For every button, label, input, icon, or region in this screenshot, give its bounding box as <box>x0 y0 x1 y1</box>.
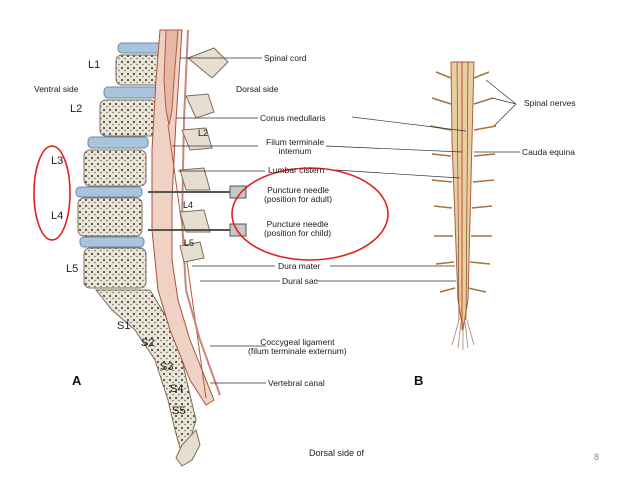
label-spinal-cord: Spinal cord <box>264 53 307 63</box>
vertebra-label-s3: S3 <box>160 361 174 373</box>
intervertebral-discs <box>75 42 165 248</box>
vertebra-label-s1: S1 <box>117 320 131 332</box>
vertebra-label-l3: L3 <box>51 155 64 167</box>
label-puncture-adult: Puncture needle (position for adult) <box>264 185 333 204</box>
needle-adult <box>148 185 247 199</box>
vertebra-l4-body <box>77 197 143 237</box>
label-puncture-child: Puncture needle (position for child) <box>264 219 332 238</box>
disc <box>75 186 143 198</box>
vertebra-label-l4-posterior: L4 <box>183 200 194 210</box>
vertebra-l2-body <box>99 99 157 137</box>
vertebra-label-l2: L2 <box>70 103 83 115</box>
spinal-nerve-roots <box>429 71 497 293</box>
label-conus-medullaris: Conus medullaris <box>260 113 326 123</box>
vertebra-label-l5: L5 <box>66 263 79 275</box>
label-dura-mater: Dura mater <box>278 261 321 271</box>
highlight-oval-needles <box>231 167 389 261</box>
vertebra-label-l1: L1 <box>88 59 101 71</box>
vertebra-label-l2-posterior: L2 <box>198 128 209 138</box>
label-cauda-equina: Cauda equina <box>522 147 575 157</box>
spinal-cord-shape <box>163 29 179 126</box>
filum-strands <box>451 319 475 350</box>
coccyx <box>175 428 201 467</box>
vertebra-label-s5: S5 <box>172 405 186 417</box>
panel-label-b: B <box>414 373 424 388</box>
vertebra-label-l4: L4 <box>51 210 64 222</box>
label-filum-terminale-internum: Filum terminale internum <box>266 137 325 156</box>
disc <box>79 236 145 248</box>
vertebra-l3-body <box>83 149 147 187</box>
leader-lines-a <box>172 57 280 384</box>
vertebra-label-l5-posterior: L5 <box>184 238 195 248</box>
dural-sac-shape <box>151 29 215 406</box>
spinous-processes <box>179 47 229 263</box>
vertebra-label-s2: S2 <box>141 337 155 349</box>
page-number: 8 <box>594 452 600 462</box>
leader-lines-b <box>316 79 520 282</box>
label-vertebral-canal: Vertebral canal <box>268 378 325 388</box>
disc <box>103 86 161 99</box>
vertebra-l5-body <box>83 247 147 289</box>
label-ventral-side: Ventral side <box>34 84 79 94</box>
label-spinal-nerves: Spinal nerves <box>524 98 576 108</box>
label-coccygeal-ligament: Coccygeal ligament (filum terminale exte… <box>248 337 347 356</box>
needle-child <box>148 223 247 237</box>
disc <box>87 136 149 149</box>
highlight-oval-l3-l4 <box>33 145 71 241</box>
label-dorsal-side: Dorsal side <box>236 84 279 94</box>
panel-label-a: A <box>72 373 82 388</box>
disc <box>117 42 165 54</box>
vertebra-label-s4: S4 <box>170 383 184 395</box>
caption: Dorsal side of <box>309 448 365 458</box>
cauda-equina-drawing <box>450 61 475 331</box>
label-dural-sac: Dural sac <box>282 276 318 286</box>
label-lumbar-cistern: Lumbar cistern <box>268 165 325 175</box>
